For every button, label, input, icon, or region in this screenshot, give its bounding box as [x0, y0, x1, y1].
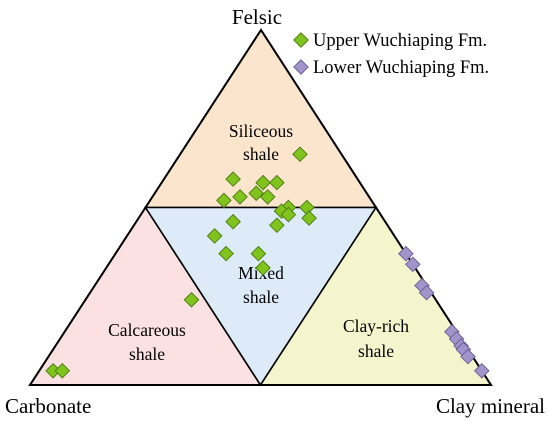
data-point	[269, 174, 285, 191]
data-point	[292, 146, 308, 163]
data-point	[225, 213, 241, 230]
region-label-calcareous-line2: shale	[129, 344, 165, 364]
legend-label-lower: Lower Wuchiaping Fm.	[313, 58, 489, 78]
data-point	[248, 185, 265, 202]
region-label-clay-rich-line2: shale	[358, 341, 394, 361]
data-point	[218, 245, 234, 262]
data-point	[398, 245, 414, 262]
legend-label-upper: Upper Wuchiaping Fm.	[313, 31, 487, 51]
region-label-calcareous-line1: Calcareous	[108, 320, 186, 340]
data-point	[250, 245, 267, 262]
vertex-label-carbonate: Carbonate	[5, 394, 91, 418]
region-label-siliceous-line2: shale	[243, 144, 279, 164]
series-lower-points	[398, 245, 490, 379]
points-layer	[45, 146, 490, 379]
region-label-mixed-line2: shale	[243, 287, 279, 307]
data-point	[418, 284, 435, 301]
vertex-labels: Felsic Carbonate Clay mineral	[5, 5, 545, 418]
data-point	[216, 192, 232, 209]
data-point	[460, 348, 476, 365]
data-point	[206, 228, 223, 244]
data-point	[232, 189, 248, 205]
region-labels: Siliceous shale Calcareous shale Mixed s…	[108, 121, 409, 364]
data-point	[301, 210, 317, 226]
data-point	[280, 206, 297, 223]
data-point	[259, 189, 276, 205]
data-point	[255, 260, 271, 276]
legend-item-upper: Upper Wuchiaping Fm.	[293, 31, 487, 51]
legend-marker-lower-diamond	[293, 59, 309, 75]
triangle-outline	[28, 28, 493, 386]
data-point	[183, 291, 200, 308]
region-label-clay-rich-line1: Clay-rich	[343, 316, 409, 336]
legend-marker-upper-diamond	[293, 32, 309, 48]
data-point	[473, 362, 490, 379]
region-label-siliceous-line1: Siliceous	[229, 121, 293, 141]
data-point	[225, 171, 241, 187]
legend-item-lower: Lower Wuchiaping Fm.	[293, 58, 489, 78]
data-point	[54, 362, 71, 379]
data-point	[404, 256, 421, 273]
data-point	[269, 217, 285, 234]
regions-layer	[28, 28, 493, 387]
vertex-label-clay-mineral: Clay mineral	[436, 394, 545, 418]
data-point	[255, 174, 271, 191]
legend: Upper Wuchiaping Fm. Lower Wuchiaping Fm…	[293, 31, 489, 78]
vertex-label-felsic: Felsic	[232, 5, 282, 29]
series-upper-points	[45, 146, 317, 379]
